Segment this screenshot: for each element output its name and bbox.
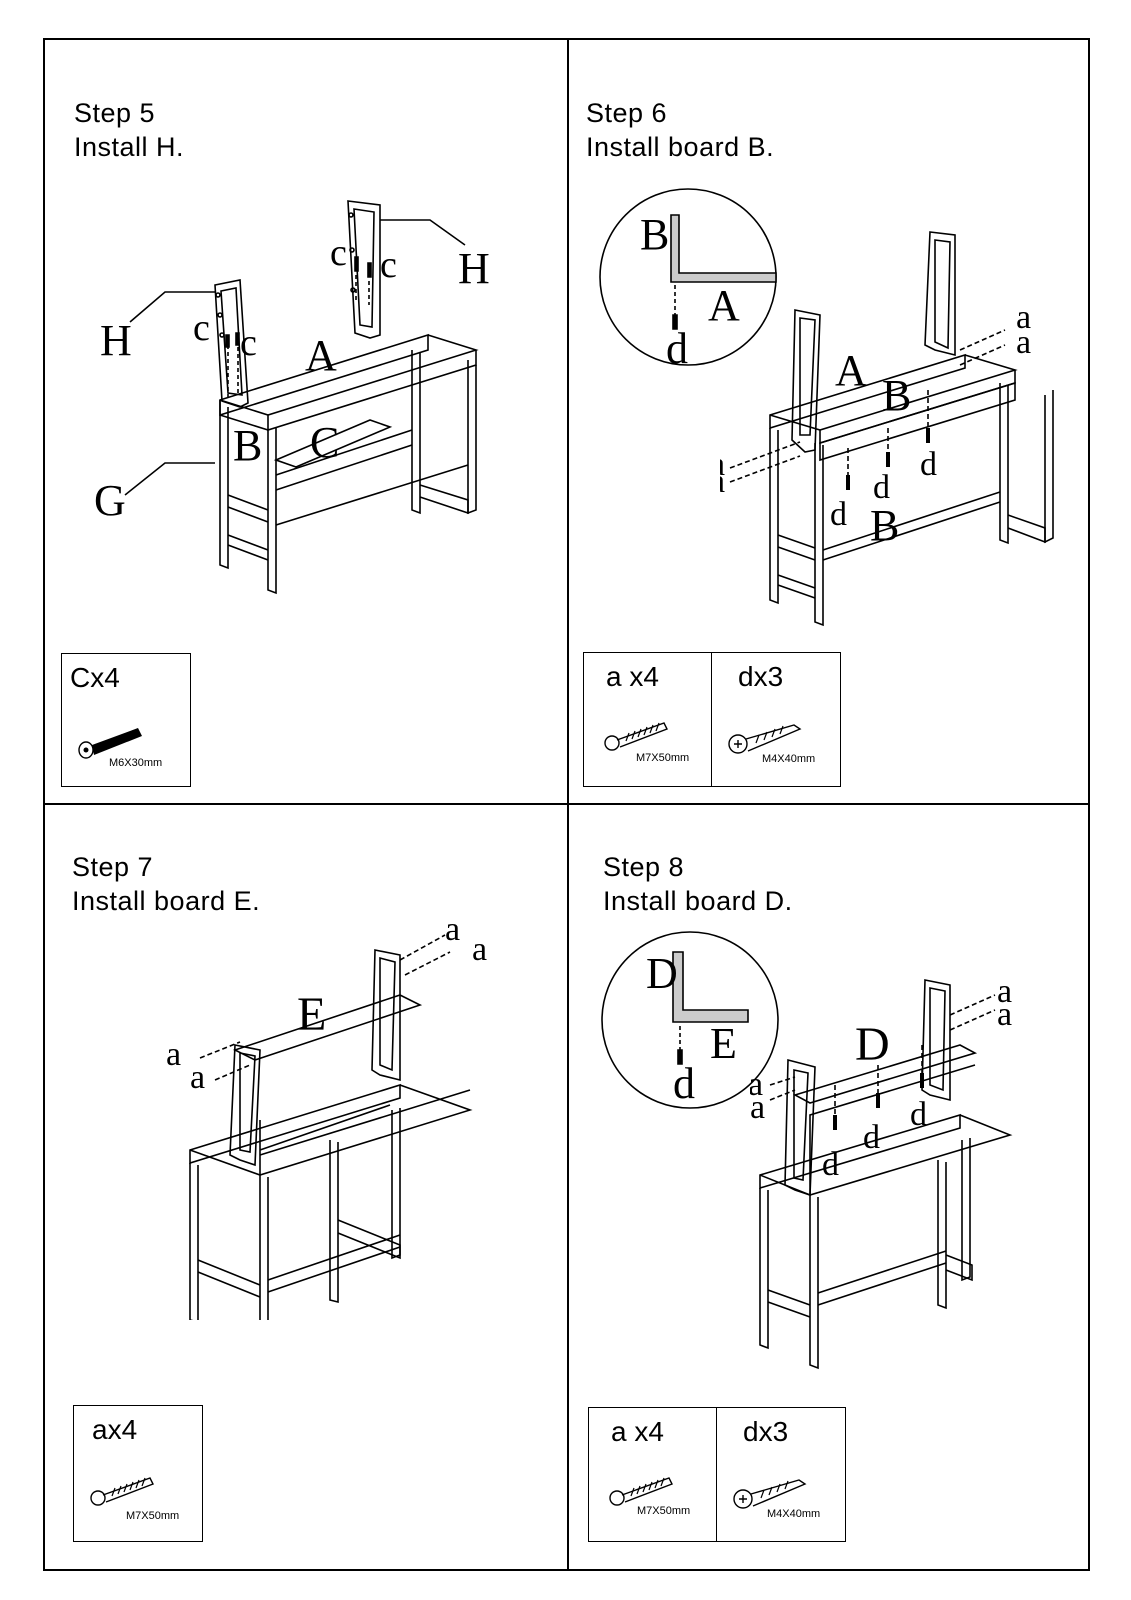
step-8-hardware-a: a x4 M7X50mm	[588, 1407, 718, 1542]
step-8-action: Install board D.	[603, 886, 793, 916]
label-a-screw-2: a	[720, 463, 725, 500]
hardware-qty: dx3	[743, 1416, 789, 1447]
step-7-number: Step 7	[72, 852, 154, 882]
label-a-screw-3: a	[997, 975, 1012, 1010]
label-a-screw-1: a	[166, 1036, 181, 1073]
uprights	[791, 231, 956, 453]
step-6-hardware-d: dx3 M4X40mm	[711, 652, 841, 787]
step-8-title: Step 8 Install board D.	[603, 850, 793, 918]
screw-paths	[199, 934, 451, 1081]
label-a-screw-4: a	[997, 996, 1012, 1033]
step-5-number: Step 5	[74, 98, 156, 128]
right-h-upright	[347, 200, 381, 339]
detail-label-a: A	[708, 281, 740, 330]
step-5-diagram: H H A B C G c c c c	[94, 200, 490, 595]
label-d-screw-3: d	[910, 1096, 927, 1133]
step-8-number: Step 8	[603, 852, 685, 882]
step-6-diagram: A B B a a a a d d d	[720, 231, 1054, 627]
hardware-spec: M4X40mm	[767, 1508, 821, 1520]
desk-frame	[769, 353, 1054, 627]
label-g: G	[94, 476, 126, 525]
bolt-icon	[609, 1477, 673, 1506]
hardware-spec: M4X40mm	[762, 753, 816, 765]
label-a-screw-2: a	[750, 1089, 765, 1126]
left-h-upright	[214, 279, 249, 408]
label-h-left: H	[100, 316, 132, 365]
label-d-screw-1: d	[822, 1146, 839, 1183]
step-6-number: Step 6	[586, 98, 668, 128]
hardware-qty: a x4	[606, 661, 659, 692]
step-8-diagram: D a a a a d d d	[750, 975, 1013, 1370]
step-6-title: Step 6 Install board B.	[586, 96, 774, 164]
step-6-action: Install board B.	[586, 132, 775, 162]
step-8-detail-circle: D E d	[601, 931, 779, 1109]
hardware-spec: M7X50mm	[636, 752, 690, 764]
g-leader	[124, 462, 215, 496]
h-right-leader	[380, 219, 466, 246]
label-b: B	[233, 421, 262, 470]
label-h-right: H	[458, 244, 490, 293]
screw-icon	[733, 1479, 807, 1509]
detail-label-d: d	[666, 324, 688, 373]
label-e: E	[297, 988, 326, 1041]
horizontal-divider	[43, 803, 1090, 805]
bolt-icon	[78, 728, 142, 759]
label-d-screw-3: d	[920, 446, 937, 483]
screw-icon	[728, 724, 802, 754]
step-5-action: Install H.	[74, 132, 185, 162]
label-a-screw-4: a	[472, 931, 487, 968]
step-6-detail-circle: B A d	[599, 188, 777, 373]
hardware-spec: M7X50mm	[637, 1505, 691, 1517]
label-c-screw-2: c	[240, 322, 257, 364]
uprights	[229, 949, 401, 1167]
screw-paths	[769, 994, 996, 1125]
step-5-title: Step 5 Install H.	[74, 96, 184, 164]
desk-frame	[189, 994, 473, 1320]
label-b-top: B	[882, 371, 911, 420]
label-a-screw-4: a	[1016, 324, 1031, 361]
label-a: A	[835, 346, 867, 395]
label-c-shelf: C	[310, 418, 339, 467]
detail-label-e: E	[710, 1019, 737, 1068]
bolt-icon	[604, 722, 668, 751]
detail-label-b: B	[640, 210, 669, 259]
step-5-hardware-c: Cx4 M6X30mm	[61, 653, 191, 787]
label-b-bottom: B	[870, 501, 899, 550]
hardware-spec: M7X50mm	[126, 1510, 180, 1522]
desk-frame	[759, 1044, 1013, 1370]
step-6-hardware-a: a x4 M7X50mm	[583, 652, 713, 787]
hardware-spec: M6X30mm	[109, 757, 163, 769]
label-c-screw-3: c	[330, 232, 347, 274]
label-a: A	[305, 331, 337, 380]
step-8-hardware-d: dx3 M4X40mm	[716, 1407, 846, 1542]
desk-frame	[219, 333, 479, 595]
label-d-board: D	[855, 1018, 890, 1071]
label-a-screw-2: a	[190, 1059, 205, 1096]
screw-paths	[729, 329, 1006, 483]
detail-label-screw-d: d	[673, 1059, 695, 1108]
step-7-action: Install board E.	[72, 886, 261, 916]
label-a-screw-3: a	[1016, 299, 1031, 336]
label-c-screw-4: c	[380, 244, 397, 286]
label-d-screw-1: d	[830, 496, 847, 533]
step-7-hardware-a: ax4 M7X50mm	[73, 1405, 203, 1542]
hardware-qty: ax4	[92, 1414, 138, 1445]
hardware-qty: a x4	[611, 1416, 664, 1447]
label-a-screw-1: a	[750, 1066, 763, 1103]
detail-label-d: D	[646, 949, 678, 998]
label-c-screw-1: c	[193, 307, 210, 349]
hardware-qty: Cx4	[70, 662, 120, 693]
label-d-screw-2: d	[873, 469, 890, 506]
step-7-diagram: E a a a a	[166, 920, 487, 1320]
label-a-screw-1: a	[720, 446, 725, 483]
label-d-screw-2: d	[863, 1119, 880, 1156]
bolt-icon	[90, 1477, 154, 1506]
h-left-leader	[129, 291, 215, 323]
label-a-screw-3: a	[445, 920, 460, 948]
step-7-title: Step 7 Install board E.	[72, 850, 260, 918]
hardware-qty: dx3	[738, 661, 784, 692]
